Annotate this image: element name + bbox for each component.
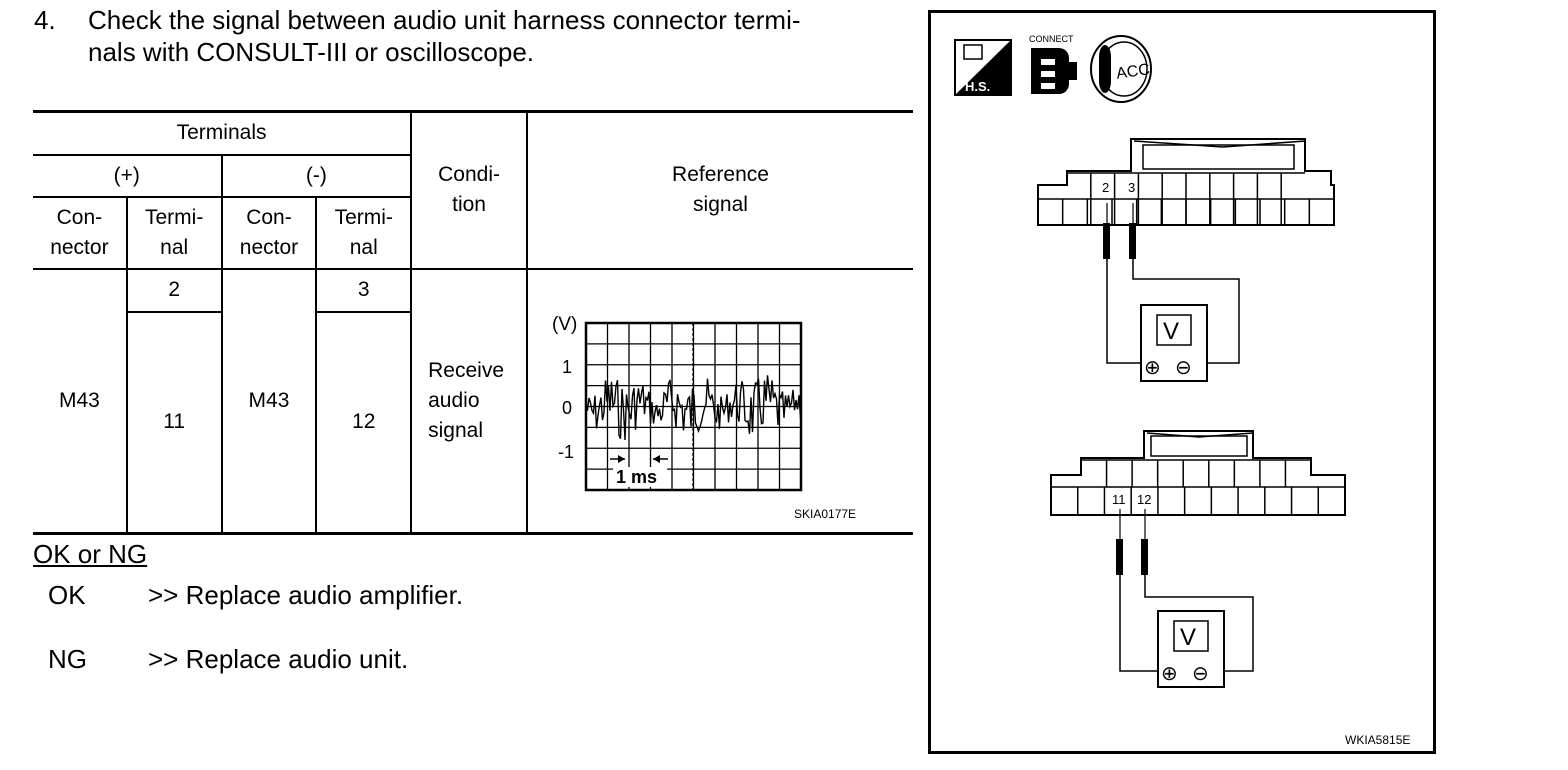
ok-key: OK xyxy=(48,580,86,610)
condition-line2: audio xyxy=(428,388,480,412)
minus-terminal-header: Termi-nal xyxy=(316,196,413,269)
top-voltmeter: V ⊕ ⊖ xyxy=(1140,304,1208,382)
bottom-voltmeter: V ⊕ ⊖ xyxy=(1157,610,1225,688)
bottom-probe-wires xyxy=(1116,509,1254,672)
scope-unit-label: (V) xyxy=(552,314,577,335)
minus-terminal-value-1: 3 xyxy=(316,268,413,312)
terminals-header: Terminals xyxy=(33,111,413,155)
top-meter-minus: ⊖ xyxy=(1175,357,1192,379)
connect-icon: CONNECT xyxy=(1029,34,1077,94)
condition-header-line1: Condi- xyxy=(438,163,500,186)
minus-header: (-) xyxy=(221,154,413,197)
top-plus-probe xyxy=(1103,223,1110,259)
time-arrow-left-head xyxy=(617,454,625,463)
ok-text: >> Replace audio amplifier. xyxy=(148,580,464,610)
minus-connector-header: Con-nector xyxy=(221,196,318,269)
plus-terminal-header: Termi-nal xyxy=(126,196,223,269)
top-meter-plus: ⊕ xyxy=(1144,357,1161,379)
ok-result-row: OK >> Replace audio amplifier. xyxy=(48,579,463,611)
ng-key: NG xyxy=(48,644,87,674)
acc-icon-label: ACC xyxy=(1115,61,1151,83)
ng-text: >> Replace audio unit. xyxy=(148,644,409,674)
plus-terminal-value-2: 11 xyxy=(126,311,223,535)
ng-result-row: NG >> Replace audio unit. xyxy=(48,643,408,675)
plus-terminal-value-1: 2 xyxy=(126,268,223,312)
hs-icon-label: H.S. xyxy=(965,79,990,94)
scope-y-label-1: 1 xyxy=(562,357,572,377)
minus-connector-value: M43 xyxy=(221,268,318,535)
bottom-pin-12: 12 xyxy=(1137,492,1151,507)
step-number: 4. xyxy=(34,5,56,35)
scope-y-label-0: 0 xyxy=(562,398,572,418)
scope-time-label: 1 ms xyxy=(616,467,657,487)
bottom-meter-plus: ⊕ xyxy=(1161,663,1178,685)
top-connector: 2 3 xyxy=(1037,138,1335,226)
connector-diagram-panel: H.S. CONNECT ACC 2 3 xyxy=(928,10,1436,754)
reference-signal-cell: (V) 1 0 -1 1 ms SKIA0177E xyxy=(526,268,913,535)
top-probe-wires xyxy=(1103,203,1240,364)
condition-line3: signal xyxy=(428,418,483,442)
condition-header: Condi- tion xyxy=(411,111,528,269)
minus-terminal-value-2: 12 xyxy=(316,311,413,535)
bottom-meter-v-label: V xyxy=(1180,624,1196,651)
condition-value: Receive audio signal xyxy=(411,268,528,535)
scope-y-label-neg1: -1 xyxy=(558,442,574,462)
plus-header: (+) xyxy=(33,154,223,197)
diagram-figure-code: WKIA5815E xyxy=(1345,733,1410,747)
step-text-line2: nals with CONSULT-III or oscilloscope. xyxy=(88,37,534,67)
bottom-plus-probe xyxy=(1116,539,1123,575)
top-pin-3: 3 xyxy=(1128,180,1135,195)
step-text: Check the signal between audio unit harn… xyxy=(88,4,914,68)
acc-ignition-icon: ACC xyxy=(1090,35,1152,103)
reference-header-line1: Reference xyxy=(672,163,769,186)
oscilloscope-waveform: (V) 1 0 -1 1 ms SKIA0177E xyxy=(552,314,856,521)
harness-side-icon: H.S. xyxy=(954,39,1012,96)
time-label-bg xyxy=(612,466,667,487)
step-text-line1: Check the signal between audio unit harn… xyxy=(88,5,801,35)
plus-connector-header: Con-nector xyxy=(33,196,128,269)
top-meter-v-label: V xyxy=(1163,318,1179,345)
ok-ng-heading: OK or NG xyxy=(33,539,148,569)
reference-header: Reference signal xyxy=(527,112,913,269)
connector-diagram: H.S. CONNECT ACC 2 3 xyxy=(954,34,1410,747)
terminal-spec-table: Terminals Condi- tion Reference signal (… xyxy=(33,110,913,535)
scope-figure-code: SKIA0177E xyxy=(794,507,856,521)
bottom-minus-probe xyxy=(1141,539,1148,575)
scope-waveform-trace xyxy=(585,374,802,440)
reference-header-line2: signal xyxy=(693,193,748,216)
condition-line1: Receive xyxy=(428,358,504,382)
top-minus-probe xyxy=(1129,223,1136,259)
condition-header-line2: tion xyxy=(452,193,486,216)
result-heading: OK or NG xyxy=(33,538,147,570)
top-pin-2: 2 xyxy=(1102,180,1109,195)
time-arrow-right-head xyxy=(652,454,660,463)
bottom-meter-minus: ⊖ xyxy=(1192,663,1209,685)
connect-icon-label: CONNECT xyxy=(1029,34,1074,44)
bottom-pin-11: 11 xyxy=(1112,492,1126,507)
bottom-connector: 11 12 xyxy=(1050,430,1346,516)
plus-connector-value: M43 xyxy=(33,268,128,535)
